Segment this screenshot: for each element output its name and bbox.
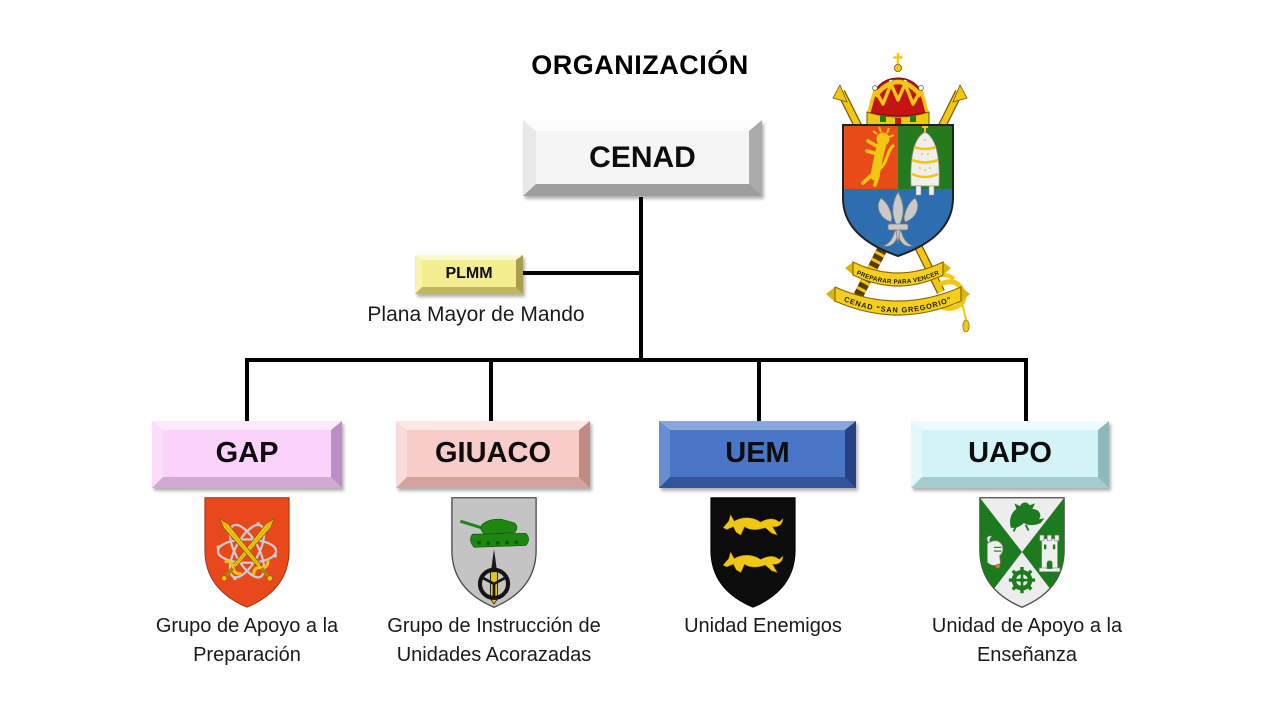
connector-drop-uapo bbox=[1024, 360, 1028, 421]
org-box-uapo-label: UAPO bbox=[968, 437, 1052, 469]
connector-drop-giuaco bbox=[489, 360, 493, 421]
plmm-caption: Plana Mayor de Mando bbox=[367, 303, 585, 326]
org-box-giuaco-label: GIUACO bbox=[435, 437, 551, 469]
uapo-shield-emblem bbox=[979, 497, 1065, 608]
griffin-icon bbox=[1010, 502, 1045, 532]
gear-icon bbox=[1008, 567, 1036, 594]
lion-rampant-icon bbox=[861, 126, 895, 187]
connector-plmm bbox=[522, 271, 642, 275]
page-title: ORGANIZACIÓN bbox=[531, 50, 749, 80]
sword-and-steering-wheel-icon bbox=[477, 549, 511, 605]
connector-drop-uem bbox=[757, 360, 761, 421]
uem-shield-emblem bbox=[710, 497, 796, 608]
org-box-cenad-label: CENAD bbox=[589, 140, 696, 174]
org-box-uem: UEM bbox=[659, 421, 856, 488]
org-box-gap: GAP bbox=[152, 421, 342, 488]
fleur-de-lis-icon bbox=[877, 191, 919, 247]
papal-tiara-icon bbox=[910, 124, 940, 196]
gap-caption: Grupo de Apoyo a la Preparación bbox=[155, 615, 339, 666]
org-box-uem-label: UEM bbox=[725, 437, 790, 469]
giuaco-shield-emblem bbox=[451, 497, 537, 608]
tank-icon bbox=[459, 518, 529, 548]
org-box-plmm: PLMM bbox=[415, 255, 523, 294]
org-box-gap-label: GAP bbox=[215, 437, 279, 469]
org-box-plmm-label: PLMM bbox=[445, 264, 493, 282]
org-box-cenad: CENAD bbox=[523, 120, 762, 196]
giuaco-caption: Grupo de Instrucción de Unidades Acoraza… bbox=[387, 615, 601, 666]
motto-ribbons: PREPARAR PARA VENCER CENAD “SAN GREGORIO… bbox=[826, 261, 970, 316]
knight-helmet-icon bbox=[986, 535, 1004, 569]
connector-horizontal-bus bbox=[245, 358, 1028, 362]
gap-shield-emblem bbox=[204, 497, 290, 608]
atom-orbits-icon bbox=[216, 523, 278, 579]
org-box-uapo: UAPO bbox=[911, 421, 1109, 488]
org-box-giuaco: GIUACO bbox=[396, 421, 590, 488]
uapo-caption: Unidad de Apoyo a la Enseñanza bbox=[931, 615, 1123, 666]
uem-caption: Unidad Enemigos bbox=[684, 615, 842, 637]
cenad-coat-of-arms: PREPARAR PARA VENCER CENAD “SAN GREGORIO… bbox=[826, 53, 970, 333]
connector-drop-gap bbox=[245, 360, 249, 421]
connector-cenad-vertical bbox=[639, 197, 643, 362]
royal-crown-icon bbox=[866, 53, 930, 132]
